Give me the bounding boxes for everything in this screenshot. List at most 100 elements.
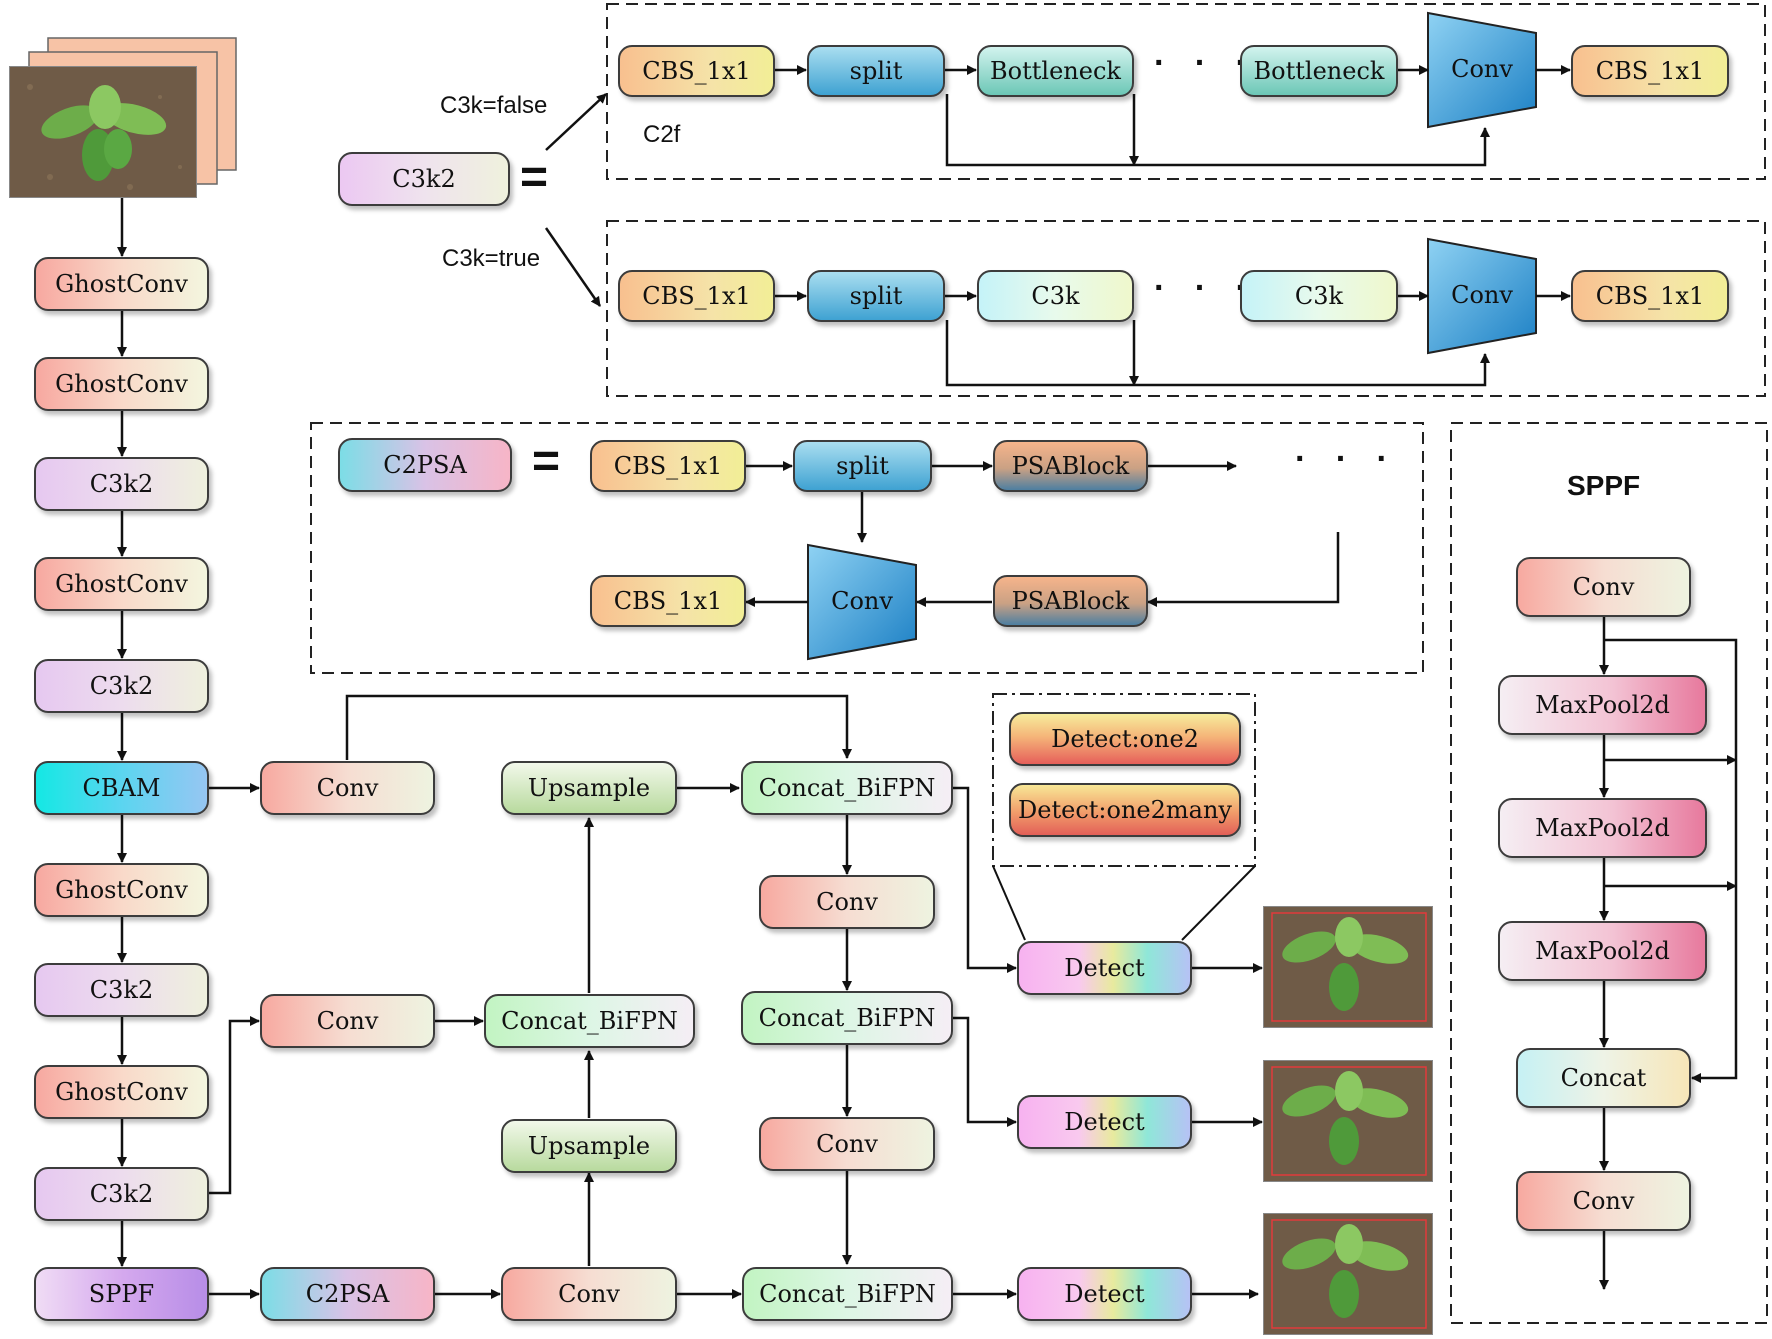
- node-label: Upsample: [527, 774, 651, 802]
- conv-block: Conv: [260, 994, 435, 1048]
- c2psa-container: [310, 422, 1424, 674]
- node-label: Conv: [316, 774, 379, 802]
- node-label: split: [849, 282, 903, 310]
- ellipsis: · · ·: [1154, 269, 1257, 307]
- bottleneck-block: Bottleneck: [977, 45, 1134, 97]
- c3k2-block: C3k2: [34, 457, 209, 511]
- conv-block: Conv: [501, 1267, 677, 1321]
- conv-block: Conv: [759, 1117, 935, 1171]
- plant-illustration: [1264, 1214, 1432, 1334]
- node-label: MaxPool2d: [1535, 937, 1670, 965]
- node-label: C3k: [1294, 282, 1344, 310]
- trapezoid-conv-c2f: [1427, 11, 1537, 129]
- node-label: C3k2: [89, 1180, 154, 1208]
- node-label: Detect:one2many: [1018, 796, 1232, 824]
- node-label: CBS_1x1: [1595, 282, 1705, 310]
- cbs-1x1-block: CBS_1x1: [618, 45, 775, 97]
- c2f-container: [606, 3, 1766, 180]
- node-label: C3k2: [89, 976, 154, 1004]
- c3k2-definition-block: C3k2: [338, 152, 510, 206]
- node-label: GhostConv: [55, 876, 188, 904]
- concat-bifpn-block: Concat_BiFPN: [741, 991, 953, 1045]
- maxpool2d-block: MaxPool2d: [1498, 798, 1707, 858]
- node-label: Conv: [316, 1007, 379, 1035]
- node-label: C3k2: [392, 165, 456, 193]
- ghostconv-block: GhostConv: [34, 557, 209, 611]
- maxpool2d-block: MaxPool2d: [1498, 675, 1707, 735]
- conv-block: Conv: [1516, 557, 1691, 617]
- node-label: PSABlock: [1011, 452, 1130, 480]
- c3k-container: [606, 220, 1766, 397]
- split-block: split: [807, 45, 945, 97]
- equals-sign: =: [520, 151, 549, 204]
- plant-illustration: [1264, 1061, 1432, 1181]
- node-label: split: [836, 452, 889, 480]
- detect-one2one-block: Detect:one2: [1009, 712, 1241, 766]
- concat-bifpn-block: Concat_BiFPN: [742, 1267, 953, 1321]
- conv-label: Conv: [1451, 281, 1513, 309]
- conv-block: Conv: [1516, 1171, 1691, 1231]
- node-label: CBS_1x1: [613, 452, 723, 480]
- node-label: Bottleneck: [1253, 57, 1385, 85]
- split-block: split: [793, 440, 932, 492]
- node-label: CBS_1x1: [642, 57, 751, 85]
- node-label: GhostConv: [55, 1078, 188, 1106]
- node-label: CBS_1x1: [642, 282, 751, 310]
- cbam-block: CBAM: [34, 761, 209, 815]
- bottleneck-block: Bottleneck: [1240, 45, 1398, 97]
- output-plant-photo-3: [1263, 1213, 1433, 1335]
- node-label: GhostConv: [55, 270, 188, 298]
- detect-one2many-block: Detect:one2many: [1009, 783, 1241, 837]
- detect-block: Detect: [1017, 1095, 1192, 1149]
- node-label: Conv: [816, 888, 878, 916]
- ellipsis: · · ·: [1154, 44, 1257, 82]
- node-label: CBAM: [82, 774, 161, 802]
- c3k-true-label: C3k=true: [442, 245, 541, 272]
- cbs-1x1-block: CBS_1x1: [590, 440, 746, 492]
- c3k-block: C3k: [1240, 270, 1398, 322]
- equals-sign: =: [532, 435, 561, 488]
- plant-illustration: [10, 67, 196, 197]
- node-label: GhostConv: [55, 570, 188, 598]
- ghostconv-block: GhostConv: [34, 863, 209, 917]
- sppf-container: [1450, 422, 1768, 1324]
- node-label: CBS_1x1: [613, 587, 723, 615]
- node-label: C3k2: [89, 672, 154, 700]
- node-label: Detect: [1064, 1280, 1145, 1308]
- node-label: Conv: [1572, 573, 1635, 601]
- sppf-block: SPPF: [34, 1267, 209, 1321]
- detect-block: Detect: [1017, 1267, 1192, 1321]
- node-label: Detect: [1064, 1108, 1145, 1136]
- maxpool2d-block: MaxPool2d: [1498, 921, 1707, 981]
- cbs-1x1-block: CBS_1x1: [1571, 45, 1729, 97]
- node-label: Bottleneck: [990, 57, 1121, 85]
- c3k2-block: C3k2: [34, 1167, 209, 1221]
- conv-block: Conv: [260, 761, 435, 815]
- node-label: Concat_BiFPN: [501, 1007, 678, 1035]
- input-plant-photo: [9, 66, 197, 198]
- node-label: Concat: [1560, 1064, 1647, 1092]
- c2psa-block: C2PSA: [260, 1267, 435, 1321]
- node-label: Concat_BiFPN: [758, 1004, 936, 1032]
- c3k-false-label: C3k=false: [440, 92, 548, 119]
- node-label: Detect: [1064, 954, 1145, 982]
- concat-bifpn-block: Concat_BiFPN: [741, 761, 953, 815]
- trapezoid-conv-c3k: [1427, 237, 1537, 355]
- plant-illustration: [1264, 907, 1432, 1027]
- node-label: Conv: [1572, 1187, 1635, 1215]
- node-label: SPPF: [88, 1280, 155, 1308]
- node-label: C3k: [1031, 282, 1080, 310]
- ghostconv-block: GhostConv: [34, 257, 209, 311]
- upsample-block: Upsample: [501, 761, 677, 815]
- node-label: GhostConv: [55, 370, 188, 398]
- c2f-label: C2f: [643, 121, 681, 148]
- concat-bifpn-block: Concat_BiFPN: [484, 994, 695, 1048]
- node-label: Concat_BiFPN: [758, 774, 936, 802]
- c2psa-definition-block: C2PSA: [338, 438, 512, 492]
- node-label: C2PSA: [305, 1280, 390, 1308]
- node-label: Conv: [558, 1280, 620, 1308]
- concat-block: Concat: [1516, 1048, 1691, 1108]
- node-label: Detect:one2: [1051, 725, 1199, 753]
- output-plant-photo-1: [1263, 906, 1433, 1028]
